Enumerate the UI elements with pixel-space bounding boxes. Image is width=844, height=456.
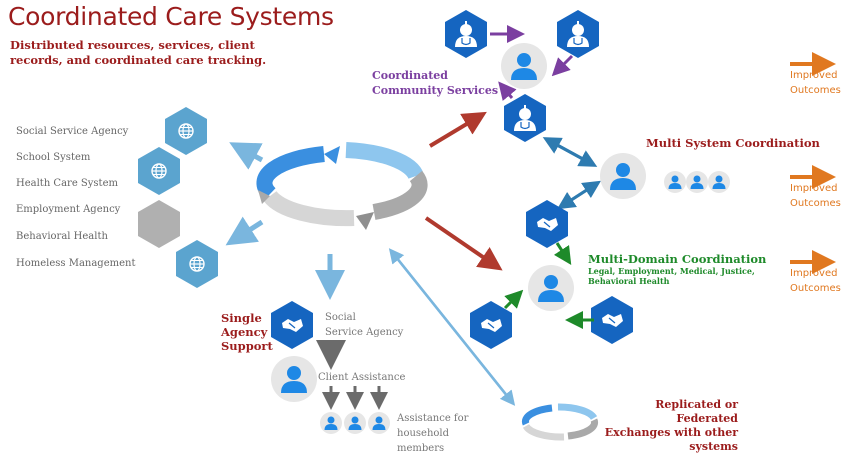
- outcome-label: Improved Outcomes: [790, 181, 841, 211]
- label-line: Improved: [790, 70, 838, 81]
- multi-domain-title: Multi-Domain Coordination: [588, 252, 767, 266]
- label-line: Single: [221, 311, 262, 325]
- label-line: Behavioral Health: [588, 276, 670, 286]
- agency-label: Health Care System: [16, 178, 118, 189]
- agency-label: Homeless Management: [16, 258, 136, 269]
- single-agency-label: Single Agency Support: [221, 311, 273, 353]
- arrow-to-multi-domain: [424, 216, 503, 271]
- label-line: Community Services: [372, 84, 499, 97]
- handshake-hex-single: [271, 301, 313, 349]
- arrow-to-agency: [225, 216, 264, 246]
- label-line: Outcomes: [790, 283, 841, 294]
- agency-label: Behavioral Health: [16, 231, 108, 242]
- handshake-hex-1: [526, 200, 568, 248]
- outcome-label: Improved Outcomes: [790, 68, 841, 98]
- person-circle-client: [271, 356, 317, 402]
- person-circle-community: [501, 43, 547, 89]
- multi-system-label: Multi System Coordination: [646, 136, 820, 150]
- doctor-hex-2: [557, 10, 599, 58]
- social-service-label: Social Service Agency: [325, 310, 403, 340]
- label-line: Outcomes: [790, 85, 841, 96]
- arrow-to-community: [428, 111, 487, 148]
- agency-hex-2: [138, 147, 180, 195]
- label-line: Support: [221, 339, 273, 353]
- agency-hex-3: [138, 200, 180, 248]
- agency-label: Employment Agency: [16, 204, 121, 215]
- label-line: Legal, Employment, Medical, Justice,: [588, 266, 755, 276]
- label-line: Social: [325, 312, 356, 323]
- label-line: Service Agency: [325, 327, 404, 338]
- person-group-household: [320, 412, 390, 434]
- main-cycle-icon: [256, 142, 428, 230]
- person-group-multi-system: [664, 171, 730, 193]
- household-label: Assistance for household members: [397, 411, 468, 456]
- coordinated-services-label: Coordinated Community Services: [372, 68, 498, 98]
- label-line: household: [397, 428, 450, 439]
- label-line: Agency: [221, 325, 268, 339]
- label-line: Replicated or Federated: [655, 398, 738, 425]
- label-line: Improved: [790, 183, 838, 194]
- page-subtitle: Distributed resources, services, client …: [10, 38, 267, 67]
- label-line: Outcomes: [790, 198, 841, 209]
- agency-label: Social Service Agency: [16, 126, 129, 137]
- page-title: Coordinated Care Systems: [8, 2, 334, 31]
- outcome-label: Improved Outcomes: [790, 266, 841, 296]
- federated-cycle-icon: [521, 403, 599, 441]
- doctor-hex-1: [445, 10, 487, 58]
- handshake-hex-2: [470, 301, 512, 349]
- label-line: members: [397, 443, 445, 454]
- arrow-to-agency: [229, 142, 264, 170]
- federated-label: Replicated or Federated Exchanges with o…: [600, 398, 738, 454]
- label-line: Exchanges with other: [604, 426, 738, 439]
- handshake-hex-3: [591, 296, 633, 344]
- doctor-hex-3: [504, 94, 546, 142]
- person-circle-multi-system: [600, 153, 646, 199]
- label-line: Assistance for: [397, 413, 469, 424]
- client-assistance-label: Client Assistance: [318, 372, 406, 383]
- agency-hex-1: [165, 107, 207, 155]
- agency-hex-4: [176, 240, 218, 288]
- label-line: systems: [689, 440, 738, 453]
- person-circle-multi-domain: [528, 265, 574, 311]
- multi-domain-details: Legal, Employment, Medical, Justice, Beh…: [588, 266, 755, 286]
- agency-label: School System: [16, 152, 91, 163]
- label-line: Coordinated: [372, 69, 448, 82]
- label-line: Improved: [790, 268, 838, 279]
